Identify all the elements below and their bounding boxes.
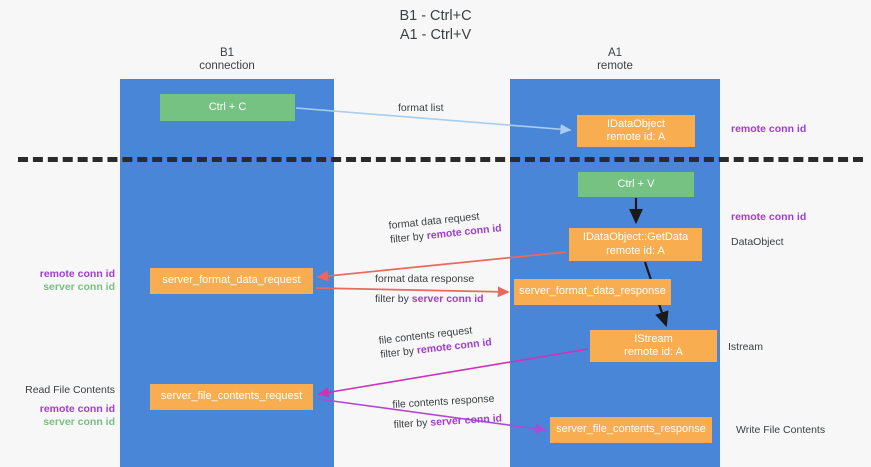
filter-prefix: filter by <box>375 293 412 305</box>
title-line-1: B1 - Ctrl+C <box>399 8 472 24</box>
side-label-istream: Istream <box>728 341 763 354</box>
title-line-2: A1 - Ctrl+V <box>399 27 472 43</box>
node-ctrl-v[interactable]: Ctrl + V <box>578 172 694 197</box>
side-label-server-conn-id-left-lower: server conn id <box>43 416 115 428</box>
node-ctrl-c[interactable]: Ctrl + C <box>160 94 295 121</box>
edge-label-format-list: format list <box>398 101 444 115</box>
side-label-write-file-contents: Write File Contents <box>736 424 825 437</box>
side-label-write-file-contents-text: Write File Contents <box>736 424 826 436</box>
node-idataobject[interactable]: IDataObject remote id: A <box>577 115 695 147</box>
side-label-server-conn-id-left-upper: server conn id <box>43 281 115 293</box>
lane-b1-name: B1 <box>219 47 235 59</box>
diagram-title: B1 - Ctrl+C A1 - Ctrl+V <box>0 7 871 45</box>
node-getdata-line2: remote id: A <box>606 244 665 257</box>
node-server-format-data-request[interactable]: server_format_data_request <box>150 268 313 294</box>
side-label-remote-conn-id-top: remote conn id <box>731 123 806 136</box>
node-ctrl-c-line1: Ctrl + C <box>208 100 247 113</box>
node-istream[interactable]: IStream remote id: A <box>590 330 717 362</box>
node-idataobject-line2: remote id: A <box>606 131 666 143</box>
node-server-format-data-response[interactable]: server_format_data_response <box>514 279 671 305</box>
node-idataobject-line1: IDataObject <box>606 117 666 130</box>
side-label-read-file-contents-group: Read File Contents remote conn id server… <box>20 384 115 429</box>
side-label-remote-conn-id-top-text: remote conn id <box>731 123 807 135</box>
filter-prefix: filter by <box>379 344 418 361</box>
side-label-remote-conn-id-left-upper: remote conn id <box>39 268 115 280</box>
node-server-file-contents-response-label: server_file_contents_response <box>556 423 706 436</box>
phase-divider <box>18 157 863 162</box>
side-label-dataobject: DataObject <box>731 236 784 249</box>
side-label-remote-conn-id-left-lower: remote conn id <box>39 403 115 415</box>
node-server-file-contents-request[interactable]: server_file_contents_request <box>150 384 313 410</box>
node-server-format-data-request-label: server_format_data_request <box>162 274 301 287</box>
side-label-istream-text: Istream <box>728 341 764 353</box>
lane-header-a1: A1 remote <box>510 47 720 73</box>
side-label-remote-conn-id-mid-text: remote conn id <box>731 211 807 223</box>
filter-prefix: filter by <box>389 230 428 246</box>
edge-label-format-data-response: format data response filter by server co… <box>375 272 484 306</box>
node-getdata-line1: IDataObject::GetData <box>582 231 689 243</box>
filter-prefix: filter by <box>393 416 431 431</box>
node-ctrl-v-line1: Ctrl + V <box>617 177 655 190</box>
node-server-file-contents-request-label: server_file_contents_request <box>160 390 303 403</box>
edge-label-format-data-request: format data request filter by remote con… <box>388 207 502 247</box>
edge-label-format-data-response-filter: filter by server conn id <box>375 292 484 306</box>
node-idataobject-getdata[interactable]: IDataObject::GetData remote id: A <box>569 228 702 261</box>
node-server-format-data-response-label: server_format_data_response <box>519 285 666 298</box>
edge-label-file-contents-request: file contents request filter by remote c… <box>378 321 492 362</box>
node-istream-line1: IStream <box>634 332 673 345</box>
lane-a1-name: A1 <box>607 47 623 59</box>
lane-b1-role: connection <box>199 60 255 72</box>
filter-key-server-conn-id: server conn id <box>411 293 484 305</box>
edge-label-file-contents-response: file contents response filter by server … <box>392 391 502 432</box>
edge-label-format-list-caption: format list <box>398 102 444 114</box>
side-label-remote-conn-id-mid: remote conn id <box>731 211 806 224</box>
lane-header-b1: B1 connection <box>120 47 334 73</box>
node-istream-line2: remote id: A <box>624 346 683 358</box>
filter-key-server-conn-id: server conn id <box>429 412 503 429</box>
side-label-dataobject-text: DataObject <box>731 236 784 248</box>
side-label-read-file-contents-text: Read File Contents <box>25 384 115 396</box>
side-label-conn-ids-upper: remote conn id server conn id <box>20 268 115 294</box>
lane-a1-role: remote <box>597 60 633 72</box>
edge-label-format-data-response-caption: format data response <box>375 273 475 285</box>
node-server-file-contents-response[interactable]: server_file_contents_response <box>550 417 712 443</box>
